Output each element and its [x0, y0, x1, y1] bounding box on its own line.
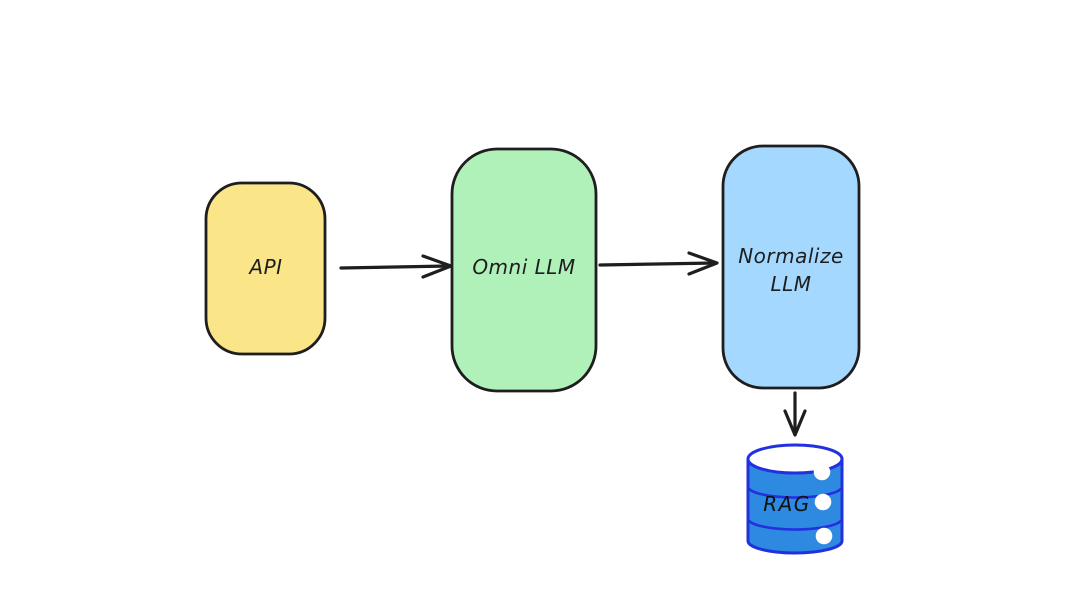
node-normalize-llm[interactable]: Normalize LLM: [721, 144, 861, 390]
api-box: [204, 181, 327, 356]
node-omni-llm[interactable]: Omni LLM: [450, 147, 598, 393]
arrow-normalize-llm-to-rag[interactable]: [783, 391, 807, 437]
normalize-llm-label-line2: LLM: [770, 272, 811, 296]
node-rag-database[interactable]: RAG: [746, 443, 844, 555]
arrow-api-to-omni-llm[interactable]: [339, 254, 453, 279]
arrow-head-icon: [687, 251, 719, 276]
database-dot-icon: [814, 493, 832, 511]
arrow-shaft: [598, 261, 717, 267]
node-api[interactable]: API: [204, 181, 327, 356]
arrow-head-icon: [783, 409, 807, 437]
database-dot-icon: [815, 527, 833, 545]
normalize-llm-box: [721, 144, 861, 390]
rag-label: RAG: [763, 492, 811, 516]
normalize-llm-label-line1: Normalize: [738, 244, 844, 268]
api-label: API: [247, 255, 282, 279]
database-dot-icon: [813, 463, 831, 481]
arrow-shaft: [339, 264, 451, 270]
database-band-separator: [746, 517, 844, 531]
omni-llm-box: [450, 147, 598, 393]
database-cylinder-icon: [746, 443, 844, 555]
database-band-separator: [746, 485, 844, 499]
omni-llm-label: Omni LLM: [472, 255, 575, 279]
arrow-omni-llm-to-normalize-llm[interactable]: [598, 251, 719, 276]
